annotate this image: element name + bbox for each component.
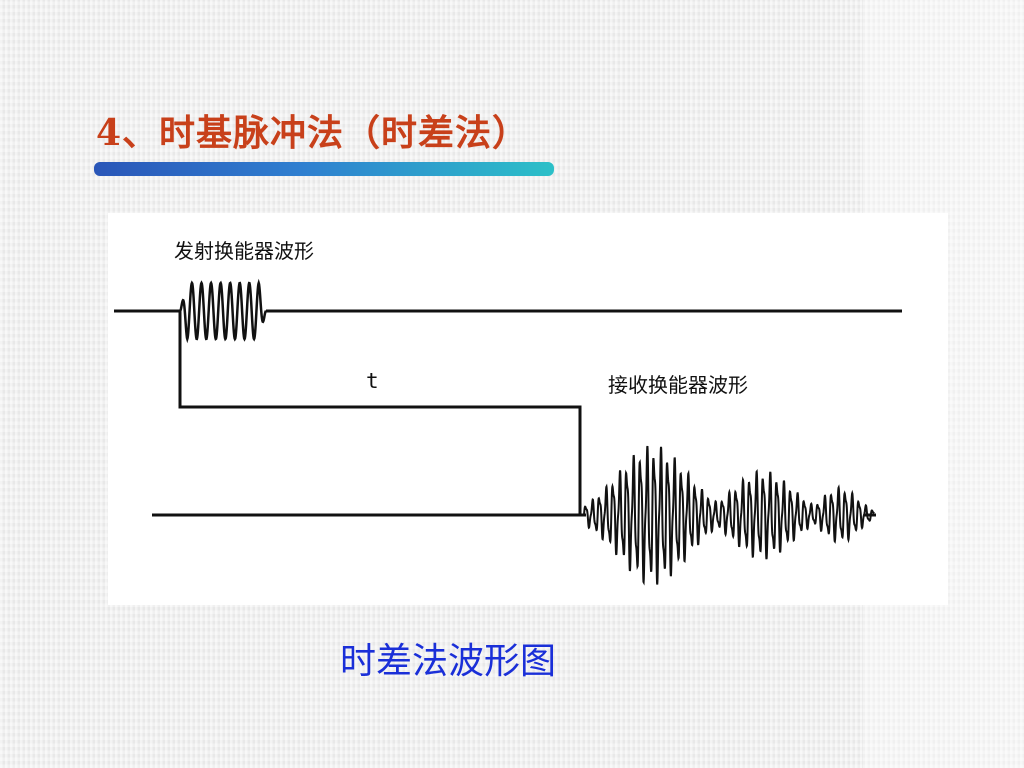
receive-waveform-label: 接收换能器波形 [608,373,748,397]
page-title: 4、时基脉冲法（时差法） [96,112,530,154]
receive-waveform [583,445,875,586]
waveform-svg [114,278,902,586]
emit-waveform-label: 发射换能器波形 [174,239,314,263]
emit-waveform [179,278,267,344]
time-interval-bracket [178,311,582,515]
time-interval-label: t [366,369,379,393]
figure-caption: 时差法波形图 [340,641,557,682]
title-underline-bar [94,162,554,176]
waveform-diagram: 发射换能器波形 t 接收换能器波形 [108,213,948,605]
